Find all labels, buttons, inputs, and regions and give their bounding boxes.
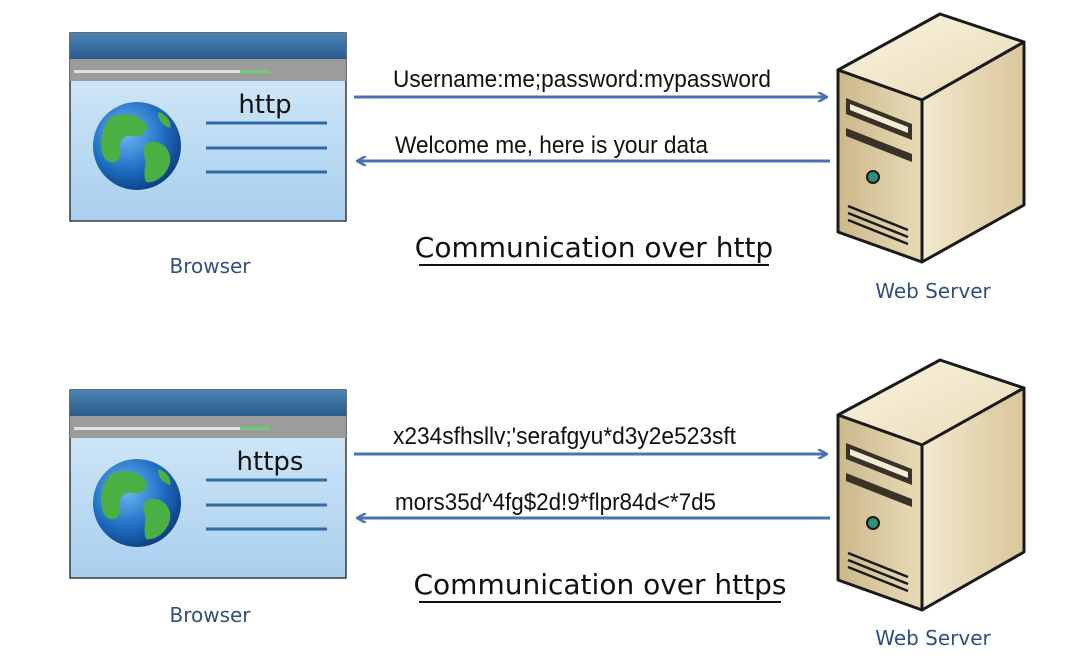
http-panel: http Browser Username:me;password:mypass…	[69, 12, 1026, 303]
response-message: Welcome me, here is your data	[395, 132, 709, 159]
panel-title: Communication over http	[415, 231, 773, 264]
browser-window: http	[69, 32, 347, 222]
browser-title-bar	[70, 33, 346, 59]
server-icon	[836, 358, 1026, 612]
globe-icon	[93, 459, 181, 547]
response-message: mors35d^4fg$2d!9*flpr84d<*7d5	[395, 489, 716, 516]
browser-caption: Browser	[169, 603, 251, 627]
globe-icon	[93, 102, 181, 190]
server-caption: Web Server	[875, 279, 991, 303]
browser-page-label: https	[237, 447, 304, 477]
browser-title-bar	[70, 390, 346, 416]
document-lines	[206, 121, 327, 174]
https-panel: https Browser x234sfhsllv;'serafgyu*d3y2…	[69, 358, 1026, 650]
panel-title: Communication over https	[414, 568, 787, 601]
request-message: x234sfhsllv;'serafgyu*d3y2e523sft	[393, 423, 736, 450]
document-lines	[206, 478, 327, 531]
browser-caption: Browser	[169, 254, 251, 278]
browser-page-label: http	[238, 90, 291, 120]
request-message: Username:me;password:mypassword	[393, 66, 771, 93]
server-caption: Web Server	[875, 626, 991, 650]
server-icon	[836, 12, 1026, 264]
browser-window: https	[69, 389, 347, 579]
